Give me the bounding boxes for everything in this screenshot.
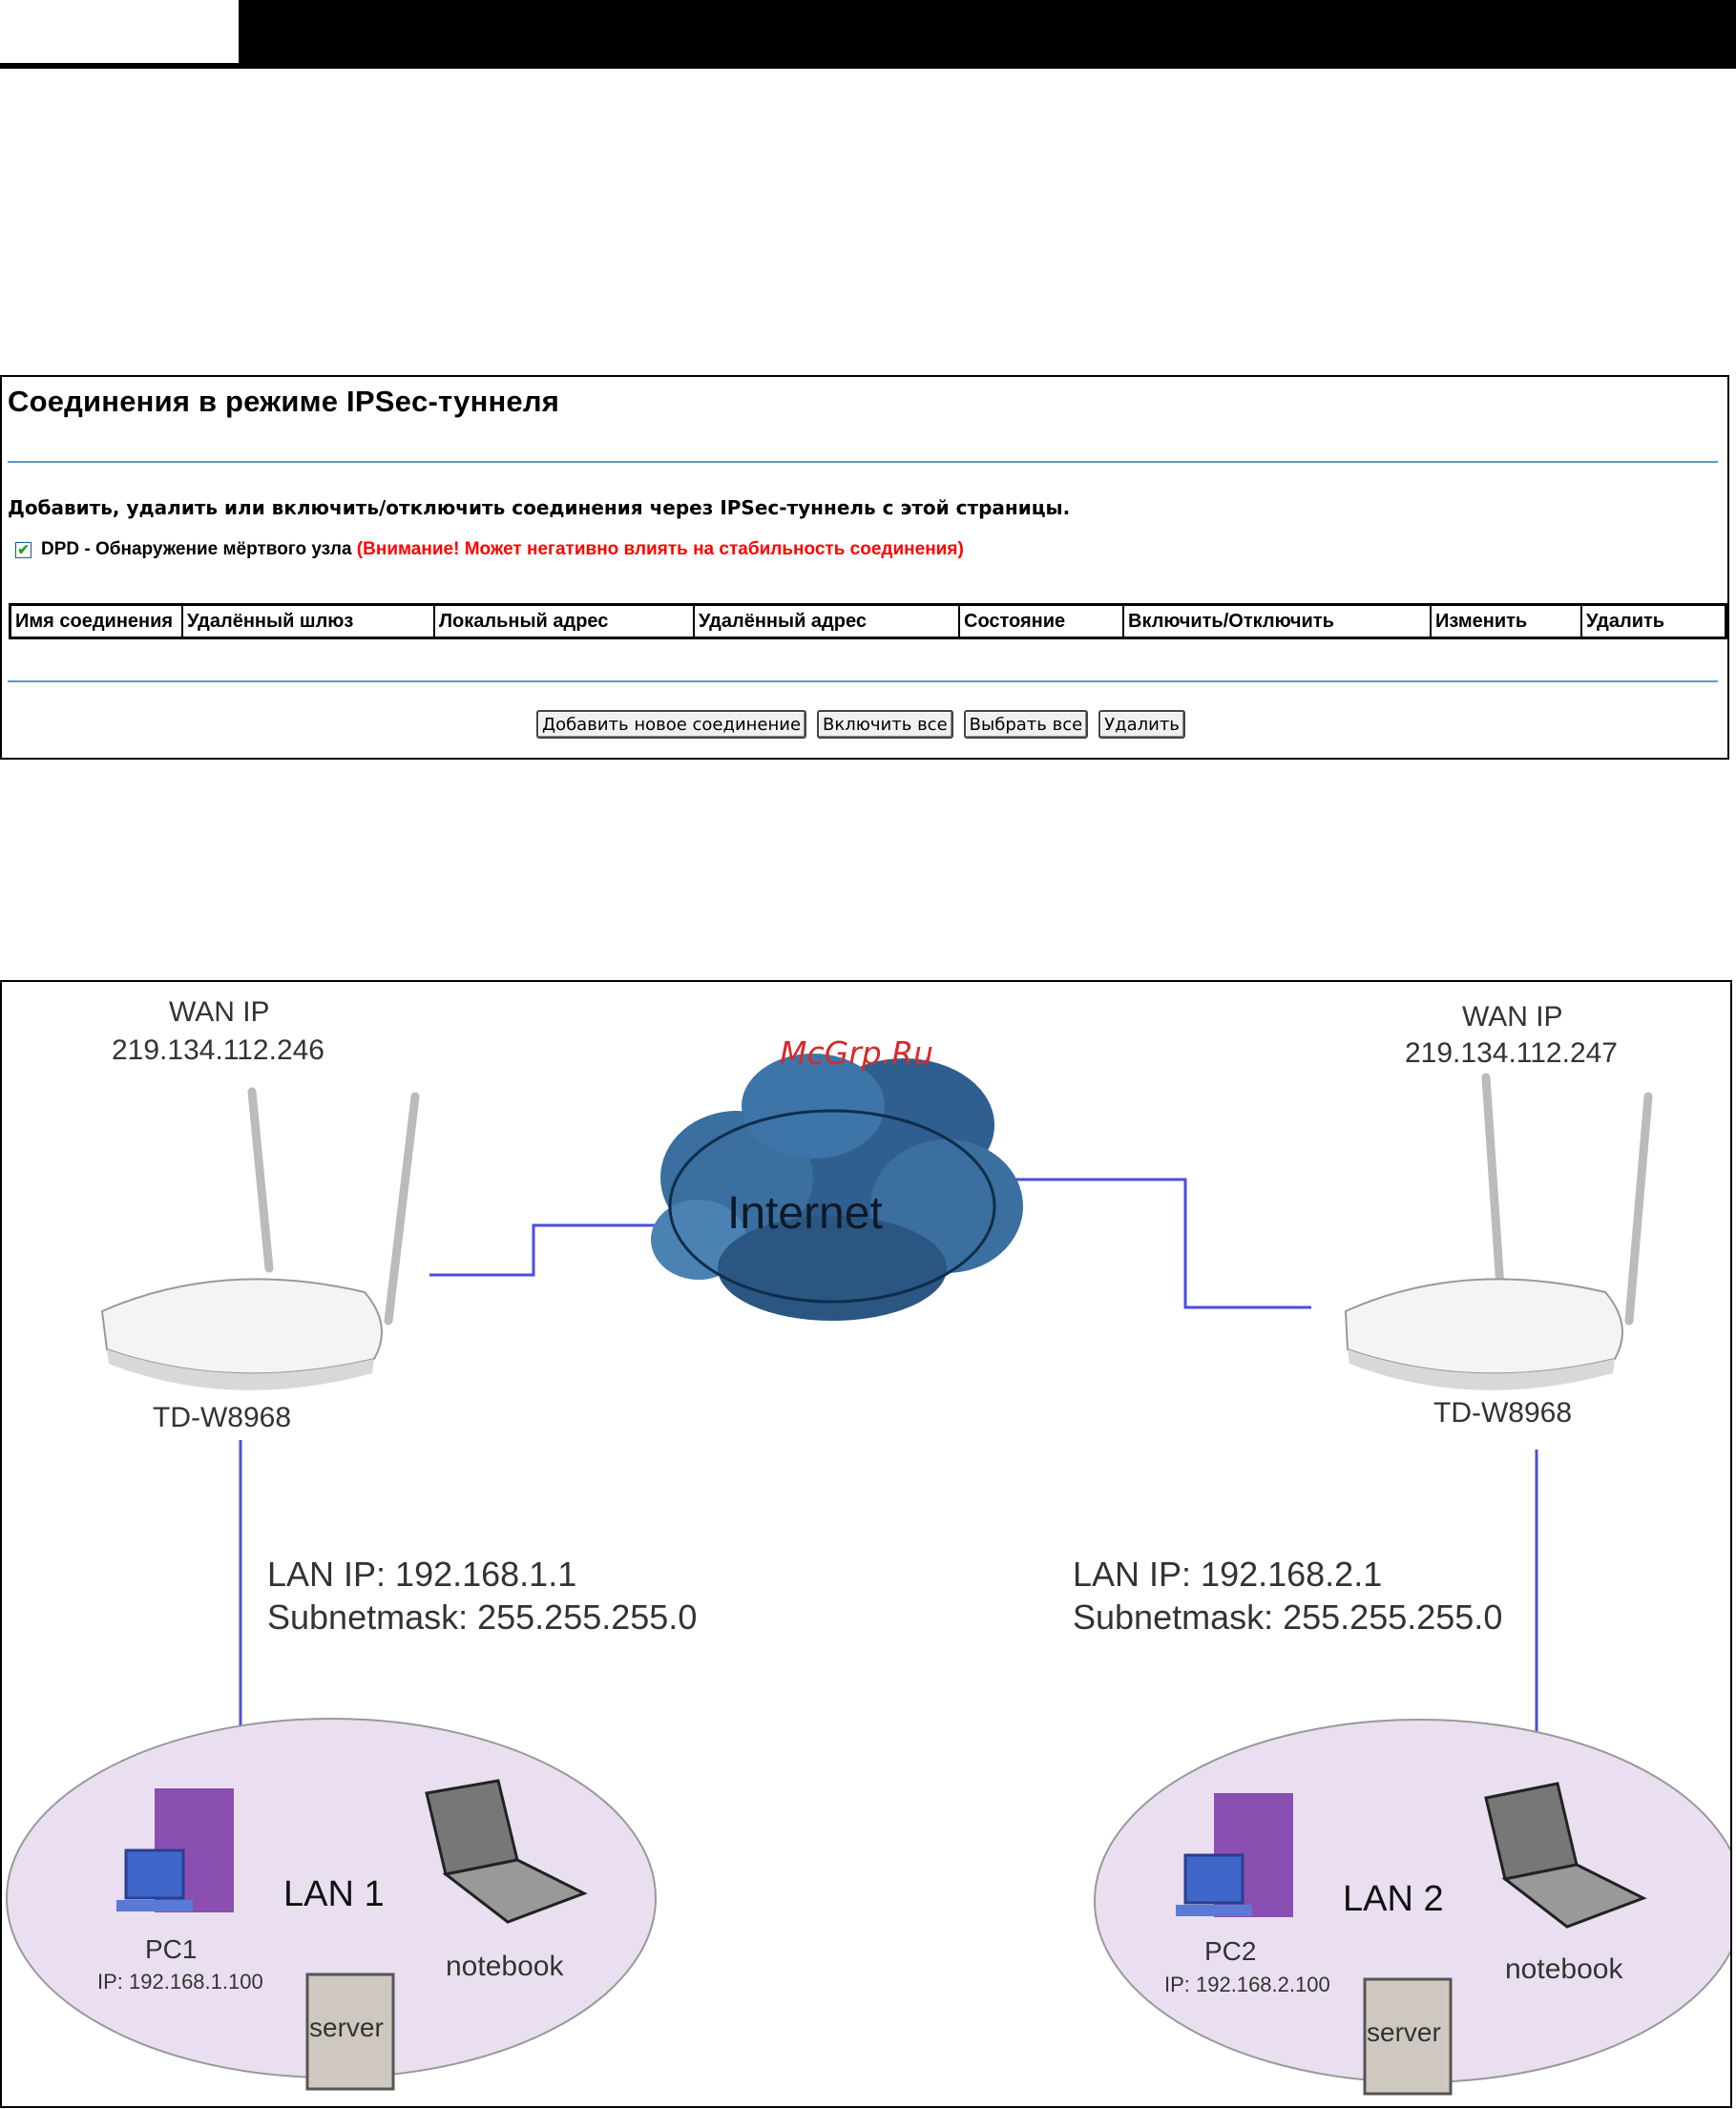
col-enable-disable: Включить/Отключить — [1122, 603, 1432, 639]
table-divider — [8, 680, 1718, 682]
page-description: Добавить, удалить или включить/отключить… — [8, 496, 1071, 519]
col-remote-gateway: Удалённый шлюз — [181, 603, 435, 639]
internet-cloud-icon — [651, 1054, 1023, 1321]
delete-button[interactable]: Удалить — [1098, 710, 1185, 739]
lan1-label: LAN 1 — [283, 1874, 385, 1914]
dpd-label: DPD - Обнаружение мёртвого узла — [41, 539, 352, 559]
top-header-bar — [0, 0, 1736, 69]
select-all-button[interactable]: Выбрать все — [963, 710, 1089, 739]
internet-label: Internet — [727, 1188, 883, 1239]
left-subnet: Subnetmask: 255.255.255.0 — [267, 1597, 698, 1637]
pc2-label: PC2 — [1204, 1936, 1257, 1966]
title-divider — [8, 461, 1718, 463]
pc1-icon — [116, 1788, 234, 1912]
notebook2-icon — [1484, 1782, 1647, 1929]
diagram-graphics — [6, 1054, 1730, 2096]
left-lan-ip: LAN IP: 192.168.1.1 — [267, 1555, 577, 1594]
col-remote-address: Удалённый адрес — [693, 603, 960, 639]
ipsec-panel: Соединения в режиме IPSec-туннеля Добави… — [0, 375, 1729, 760]
network-diagram: McGrp.Ru Internet WAN IP 219.134.112.246… — [0, 980, 1732, 2108]
dpd-option: ✔ DPD - Обнаружение мёртвого узла (Внима… — [15, 539, 964, 560]
pc2-ip: IP: 192.168.2.100 — [1164, 1973, 1330, 1996]
notebook1-icon — [425, 1779, 588, 1924]
server1-label: server — [309, 2013, 384, 2042]
left-router-model: TD-W8968 — [153, 1402, 292, 1433]
pc1-label: PC1 — [145, 1934, 198, 1964]
dpd-warning: (Внимание! Может негативно влиять на ста… — [356, 539, 964, 559]
col-local-address: Локальный адрес — [433, 603, 695, 639]
pc1-ip: IP: 192.168.1.100 — [97, 1970, 263, 1994]
action-buttons: Добавить новое соединение Включить все В… — [536, 710, 1185, 739]
right-wan-link — [1012, 1178, 1311, 1309]
left-wan-label: WAN IP — [169, 996, 270, 1028]
server2-label: server — [1367, 2017, 1441, 2047]
right-wan-ip: 219.134.112.247 — [1405, 1037, 1618, 1069]
notebook1-label: notebook — [446, 1951, 564, 1982]
notebook2-label: notebook — [1505, 1953, 1623, 1985]
enable-all-button[interactable]: Включить все — [817, 710, 953, 739]
col-delete: Удалить — [1580, 603, 1727, 639]
header-tab-blank — [0, 0, 239, 63]
server2-icon — [1363, 1977, 1453, 2096]
col-edit: Изменить — [1430, 603, 1582, 639]
table-header-row: Имя соединения Удалённый шлюз Локальный … — [9, 603, 1727, 639]
right-router-icon — [1344, 1073, 1653, 1390]
connections-table: Имя соединения Удалённый шлюз Локальный … — [9, 603, 1727, 639]
right-subnet: Subnetmask: 255.255.255.0 — [1073, 1597, 1503, 1637]
page-title: Соединения в режиме IPSec-туннеля — [8, 385, 560, 418]
right-wan-label: WAN IP — [1462, 1001, 1563, 1033]
right-router-model: TD-W8968 — [1433, 1397, 1573, 1429]
col-connection-name: Имя соединения — [9, 603, 183, 639]
add-connection-button[interactable]: Добавить новое соединение — [536, 710, 807, 739]
check-icon: ✔ — [17, 541, 30, 558]
left-wan-ip: 219.134.112.246 — [112, 1034, 324, 1066]
left-wan-link — [429, 1223, 660, 1277]
col-status: Состояние — [958, 603, 1124, 639]
pc2-icon — [1176, 1793, 1293, 1917]
dpd-checkbox[interactable]: ✔ — [15, 541, 31, 558]
watermark: McGrp.Ru — [780, 1034, 934, 1072]
lan2-label: LAN 2 — [1343, 1879, 1444, 1919]
server1-icon — [305, 1973, 395, 2091]
left-router-icon — [100, 1087, 420, 1390]
right-lan-ip: LAN IP: 192.168.2.1 — [1073, 1555, 1383, 1594]
